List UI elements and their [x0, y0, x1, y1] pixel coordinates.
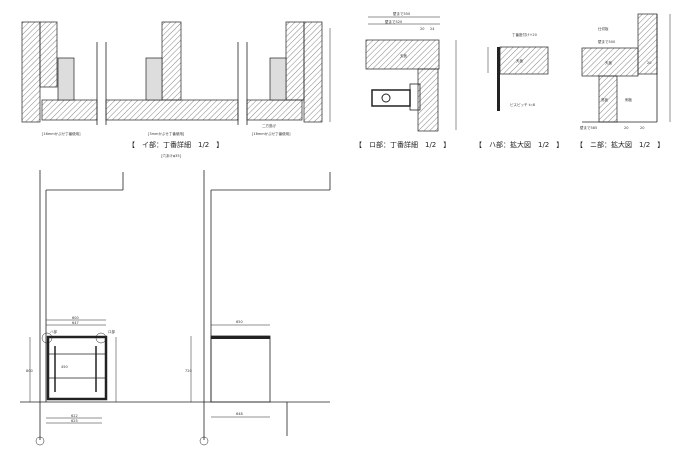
ro-label: 天板	[400, 53, 408, 58]
ro-dim-3: 24	[430, 27, 435, 31]
dim-450: 450	[61, 365, 68, 369]
ni-label-6: 壁まで585	[580, 125, 597, 130]
dim-650: 650	[236, 320, 243, 324]
ni-label-4: 側板	[625, 97, 633, 102]
dim-625: 625	[71, 419, 78, 423]
sub-label-2: [3mmかぶせ丁番使用]	[148, 131, 185, 136]
ni-label-5: 底板	[601, 97, 609, 102]
detail-i-note: [穴あけφ35]	[161, 153, 182, 158]
detail-i-title: 【 イ部：丁番詳細 1/2 】	[128, 140, 223, 149]
detail-ha-enlarged	[487, 46, 549, 111]
detail-ro-title: 【 ロ部：丁番詳細 1/2 】	[355, 140, 450, 149]
sub-label-1: [16mmかぶせ丁番使用]	[42, 131, 81, 136]
mark-ha: ハ部	[50, 329, 57, 334]
ni-label-3: 天板	[605, 60, 613, 65]
mark-ro: ロ部	[108, 329, 115, 334]
ni-label-2: 壁まで500	[598, 39, 615, 44]
dim-600: 600	[72, 316, 79, 320]
ni-label-3b: 20	[647, 61, 651, 65]
dim-622: 622	[71, 414, 78, 418]
dim-label: 二方逃げ	[262, 123, 276, 128]
ro-dim-4: 20	[420, 27, 424, 31]
elevation-right	[190, 170, 331, 446]
ha-label-3: ビスピッチ t=8	[510, 102, 535, 107]
dim-720: 720	[185, 369, 192, 373]
ha-label-2: 天板	[516, 58, 524, 63]
ni-label-7: 20	[624, 126, 628, 130]
ni-label-8: 20	[640, 126, 644, 130]
ha-label-1: 丁番座付け+20	[512, 32, 537, 37]
detail-ha-title: 【 ハ部：拡大図 1/2 】	[475, 140, 563, 149]
sub-label-3: [16mmかぶせ丁番使用]	[252, 131, 291, 136]
detail-ni-title: 【 ニ部：拡大図 1/2 】	[576, 140, 664, 149]
elevation-left	[20, 170, 330, 446]
detail-ni-enlarged	[581, 13, 671, 123]
dim-800: 800	[26, 369, 33, 373]
detail-i-hinge	[21, 21, 331, 125]
dim-648: 648	[236, 412, 243, 416]
dim-647: 647	[72, 321, 79, 325]
ro-dim-1: 壁まで550	[393, 11, 410, 16]
ro-dim-2: 壁まで520	[385, 19, 402, 24]
ni-label-1: 仕切板	[598, 26, 609, 31]
detail-ro-hinge	[365, 16, 457, 132]
